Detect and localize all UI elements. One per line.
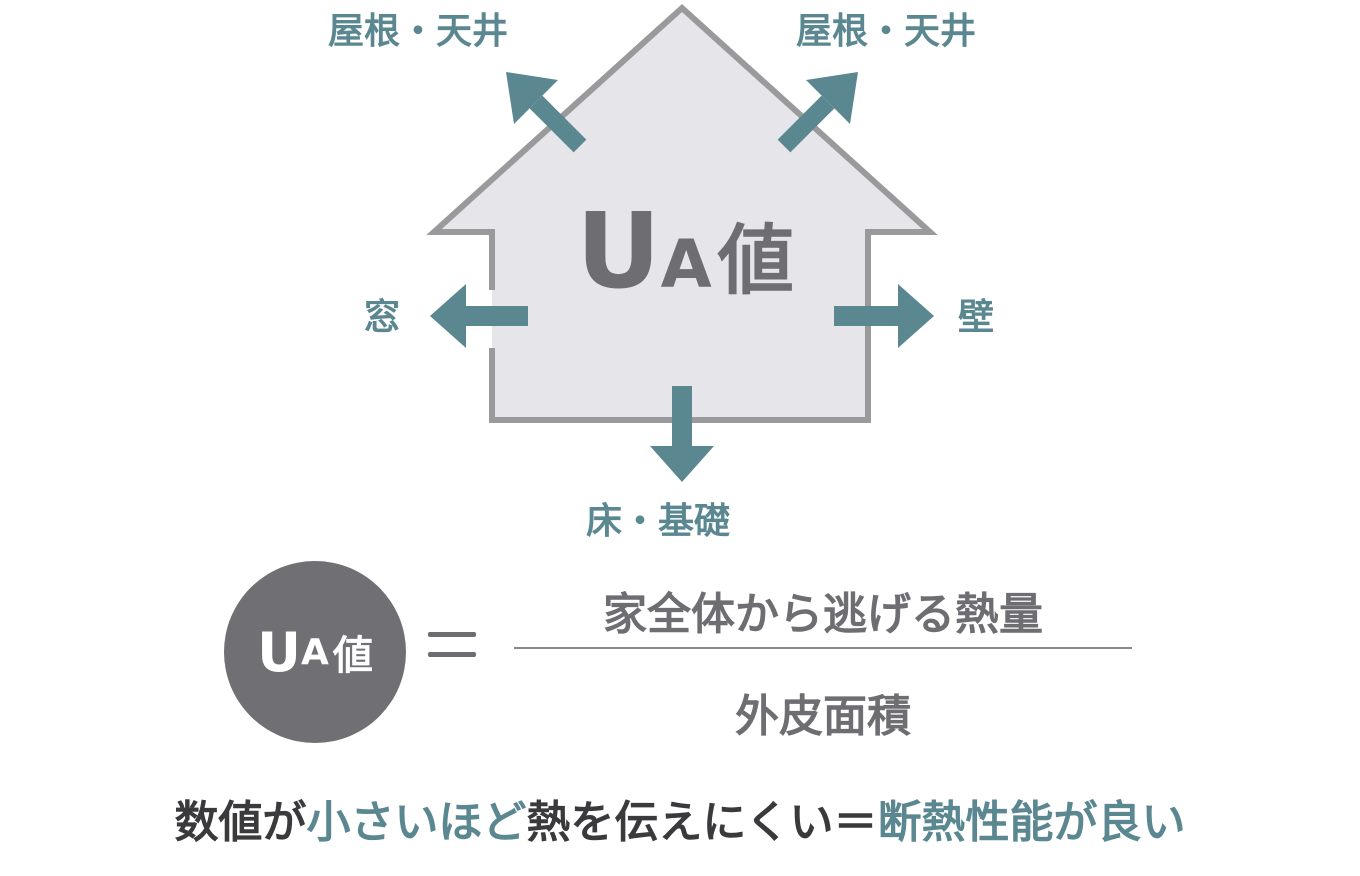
house-ua-v: 値: [717, 216, 794, 305]
arrow-wall-icon: [834, 284, 934, 348]
label-roof-right: 屋根・天井: [796, 11, 977, 52]
fraction-numerator: 家全体から逃げる熱量: [603, 589, 1043, 640]
badge-ua-v: 値: [332, 633, 373, 679]
house-ua-u: U: [576, 190, 661, 312]
conclusion-part4: 断熱性能が良い: [877, 797, 1186, 848]
label-roof-left: 屋根・天井: [328, 11, 509, 52]
arrow-roof-left-icon: [506, 72, 587, 153]
house-ua-value-label: UA値: [560, 190, 810, 312]
label-floor: 床・基礎: [586, 501, 731, 542]
label-window: 窓: [364, 297, 401, 338]
arrow-roof-right-icon: [777, 72, 858, 153]
conclusion-sentence: 数値が小さいほど熱を伝えにくい＝断熱性能が良い: [0, 786, 1360, 850]
fraction-bar: [514, 647, 1132, 649]
house-outline: [426, 3, 938, 423]
equals-sign: [428, 622, 476, 666]
arrow-floor-icon: [650, 386, 714, 482]
house-body: [434, 8, 930, 420]
badge-ua-a: A: [300, 631, 329, 673]
house-ua-a: A: [660, 226, 712, 303]
fraction-denominator: 外皮面積: [735, 691, 911, 742]
conclusion-part3: 熱を伝えにくい＝: [526, 797, 878, 848]
badge-ua-u: U: [257, 620, 301, 684]
label-wall: 壁: [958, 297, 995, 338]
arrow-window-icon: [430, 284, 528, 348]
conclusion-part1: 数値が: [174, 797, 307, 848]
conclusion-part2: 小さいほど: [306, 797, 527, 848]
